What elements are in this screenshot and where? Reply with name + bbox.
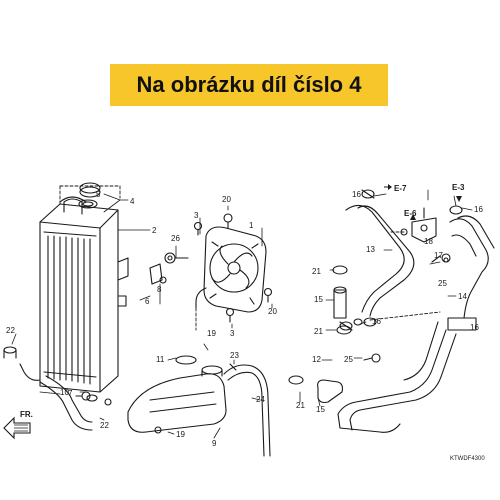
part-label-16-b: 16 — [474, 205, 483, 214]
part-label-3-top: 3 — [194, 211, 199, 220]
hose-10-drawing — [39, 375, 112, 431]
part-label-16-c: 16 — [470, 323, 479, 332]
dashed-callout-lines — [59, 185, 441, 331]
part-label-15-a: 15 — [314, 295, 323, 304]
part-label-21-c: 21 — [296, 401, 305, 410]
part-label-5: 5 — [96, 190, 101, 199]
part-label-18: 18 — [424, 237, 433, 246]
hose-13-drawing — [345, 189, 415, 317]
part-label-4: 4 — [130, 197, 135, 206]
clip-21-drawings — [288, 265, 363, 385]
part-label-12: 12 — [312, 355, 321, 364]
reserve-tank-drawing — [127, 355, 227, 434]
radiator-drawing — [19, 196, 129, 393]
part-label-16-a: 16 — [352, 190, 361, 199]
part-label-15-b: 15 — [316, 405, 325, 414]
banner-text: Na obrázku díl číslo 4 — [136, 72, 362, 97]
part-label-20-bottom: 20 — [268, 307, 277, 316]
part-label-16-d: 16 — [372, 317, 381, 326]
part-label-1: 1 — [249, 221, 254, 230]
part-label-23: 23 — [230, 351, 239, 360]
part-label-7: 7 — [68, 389, 73, 398]
part-label-26: 26 — [171, 234, 180, 243]
part-label-8: 8 — [157, 285, 162, 294]
reference-markers: E-7 E-6 E-3 — [384, 183, 465, 220]
ref-e3: E-3 — [452, 183, 465, 192]
part-label-6: 6 — [145, 297, 150, 306]
part-label-22-bottom: 22 — [100, 421, 109, 430]
pipe-12-drawing — [337, 317, 457, 433]
part-label-25-bottom: 25 — [344, 355, 353, 364]
part-label-19-top: 19 — [207, 329, 216, 338]
part-label-21-b: 21 — [314, 327, 323, 336]
hose-14-drawing — [431, 205, 495, 331]
part-label-24: 24 — [256, 395, 265, 404]
ref-e6: E-6 — [404, 209, 417, 218]
front-direction-arrow: FR. — [3, 410, 33, 440]
part-label-25-right: 25 — [438, 279, 447, 288]
diagram-code: KTWDF4300 — [450, 456, 485, 462]
radiator-cap-drawing — [78, 182, 101, 209]
bolt-25-drawings — [363, 257, 449, 363]
part-label-2: 2 — [152, 226, 157, 235]
part-label-10: 10 — [60, 388, 69, 397]
part-label-3-bottom: 3 — [230, 329, 235, 338]
front-label: FR. — [20, 410, 33, 419]
leader-lines — [11, 189, 473, 439]
part-label-22-left: 22 — [6, 326, 15, 335]
part-label-19-bottom: 19 — [176, 430, 185, 439]
ref-e7: E-7 — [394, 184, 407, 193]
bolt-drawings — [149, 213, 273, 323]
part-number-labels: 5 4 2 26 3 20 1 8 6 20 3 19 11 23 24 9 1… — [6, 190, 483, 448]
part-label-17: 17 — [434, 251, 443, 260]
part-label-14: 14 — [458, 292, 467, 301]
part-label-21-a: 21 — [312, 267, 321, 276]
part-label-13: 13 — [366, 245, 375, 254]
small-parts-left — [3, 346, 91, 401]
joint-15-drawing — [317, 286, 347, 404]
part-label-9: 9 — [212, 439, 217, 448]
title-banner: Na obrázku díl číslo 4 — [110, 64, 388, 106]
part-label-20-top: 20 — [222, 195, 231, 204]
part-label-11: 11 — [156, 355, 165, 364]
hose-24-drawing — [223, 363, 271, 457]
fan-drawing — [195, 226, 267, 313]
